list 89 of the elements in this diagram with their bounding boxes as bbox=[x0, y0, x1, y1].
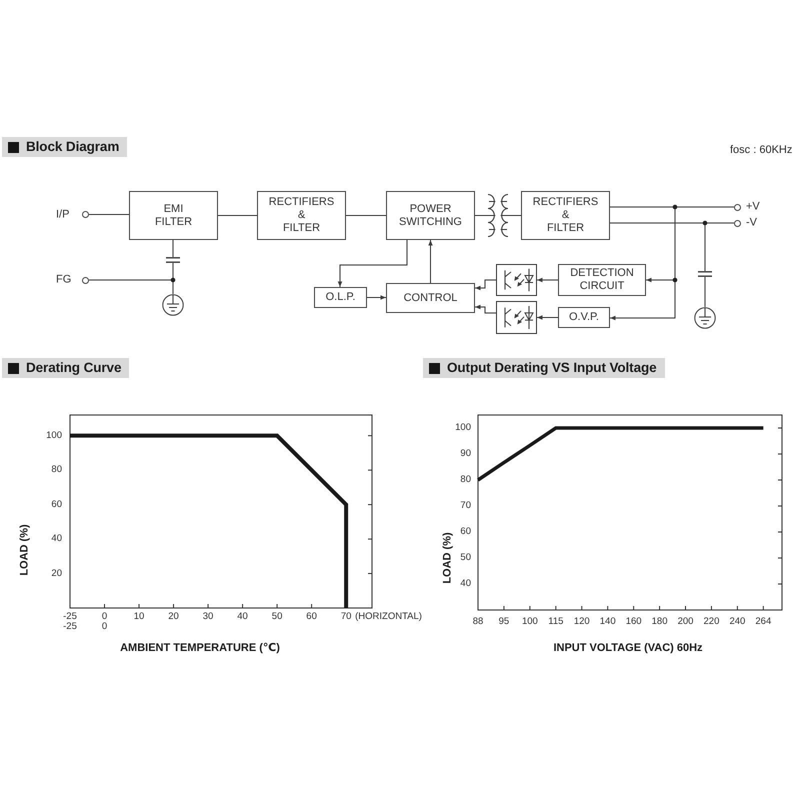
axis-title: LOAD (%) bbox=[18, 524, 32, 576]
function-block: O.L.P. bbox=[314, 287, 367, 308]
tick-label: 10 bbox=[134, 612, 144, 622]
tick-label: 40 bbox=[237, 612, 248, 622]
tick-label: 115 bbox=[548, 617, 564, 627]
arrow bbox=[366, 295, 386, 300]
function-block: CONTROL bbox=[386, 283, 475, 313]
arrow bbox=[646, 278, 676, 282]
tick-label: 40 bbox=[460, 579, 471, 589]
arrow bbox=[428, 240, 433, 284]
section-heading: Output Derating VS Input Voltage bbox=[447, 360, 657, 376]
earth-ground-symbol bbox=[694, 307, 716, 329]
tick-label: 100 bbox=[522, 617, 538, 627]
tick-label: 80 bbox=[460, 475, 471, 485]
capacitor-symbol bbox=[698, 271, 712, 277]
connector-line bbox=[172, 240, 174, 258]
axis-title: AMBIENT TEMPERATURE (℃) bbox=[120, 642, 280, 655]
arrow bbox=[536, 315, 558, 320]
section-heading: Block Diagram bbox=[26, 139, 120, 155]
tick-label: 90 bbox=[460, 449, 471, 459]
axis-note: (HORIZONTAL) bbox=[355, 612, 422, 622]
tick-label: 95 bbox=[498, 617, 510, 627]
capacitor-symbol bbox=[166, 257, 180, 263]
connector-line bbox=[172, 280, 174, 294]
tick-label: 20 bbox=[51, 568, 62, 579]
terminal-circle bbox=[82, 211, 89, 218]
tick-label: 60 bbox=[460, 527, 471, 537]
axis-title: INPUT VOLTAGE (VAC) 60Hz bbox=[553, 642, 703, 655]
tick-label: -25 -25 bbox=[63, 612, 77, 632]
connector-line bbox=[610, 206, 676, 208]
tick-label: 80 bbox=[51, 465, 62, 476]
connector-line bbox=[610, 222, 706, 224]
tick-label: 30 bbox=[202, 612, 214, 622]
connector-line bbox=[674, 206, 676, 280]
arrow bbox=[338, 240, 408, 288]
terminal-circle bbox=[734, 204, 741, 210]
connector-line bbox=[88, 214, 130, 215]
tick-label: 240 bbox=[729, 617, 746, 627]
tick-label: 160 bbox=[626, 617, 642, 627]
tick-label: 100 bbox=[46, 430, 62, 441]
connector-line bbox=[172, 262, 174, 280]
earth-ground-symbol bbox=[162, 294, 184, 316]
function-block: POWER SWITCHING bbox=[386, 191, 475, 240]
tick-label: 60 bbox=[306, 612, 317, 622]
tick-label: 20 bbox=[168, 612, 179, 622]
connector-line bbox=[704, 222, 734, 224]
connector-line bbox=[474, 215, 484, 216]
connector-line bbox=[218, 215, 258, 216]
connector-line bbox=[512, 215, 522, 216]
tick-label: 140 bbox=[600, 617, 616, 627]
function-block: DETECTION CIRCUIT bbox=[558, 264, 646, 296]
section-heading: Derating Curve bbox=[26, 360, 122, 376]
tick-label: 50 bbox=[460, 553, 471, 563]
tick-label: 50 bbox=[272, 612, 282, 622]
optocoupler-symbol bbox=[496, 301, 537, 334]
terminal-circle bbox=[734, 220, 741, 226]
tick-label: 88 bbox=[472, 617, 484, 627]
connector-line bbox=[704, 222, 706, 272]
tick-label: 100 bbox=[455, 423, 471, 433]
optocoupler-symbol bbox=[496, 264, 537, 296]
tick-label: 220 bbox=[704, 617, 720, 627]
arrow bbox=[536, 278, 558, 282]
arrow bbox=[474, 280, 496, 290]
connector-line bbox=[674, 206, 734, 208]
tick-label: 120 bbox=[574, 617, 590, 627]
terminal-label: FG bbox=[56, 274, 72, 286]
arrow bbox=[610, 280, 676, 320]
transformer-symbol bbox=[484, 193, 512, 238]
frequency-note: fosc : 60KHz bbox=[730, 143, 792, 157]
arrow bbox=[474, 304, 496, 314]
function-block: RECTIFIERS & FILTER bbox=[521, 191, 610, 240]
function-block: RECTIFIERS & FILTER bbox=[257, 191, 346, 240]
tick-label: 60 bbox=[51, 500, 62, 510]
tick-label: 0 0 bbox=[102, 612, 108, 632]
connector-line bbox=[346, 215, 386, 216]
connector-line bbox=[704, 276, 706, 308]
function-block: EMI FILTER bbox=[129, 191, 218, 240]
function-block: O.V.P. bbox=[558, 307, 610, 328]
terminal-circle bbox=[82, 276, 89, 284]
tick-label: 70 bbox=[340, 612, 352, 622]
terminal-label: +V bbox=[746, 200, 760, 214]
tick-label: 200 bbox=[678, 617, 694, 627]
terminal-label: -V bbox=[746, 216, 757, 230]
tick-label: 264 bbox=[755, 617, 772, 627]
tick-label: 40 bbox=[51, 534, 62, 544]
tick-label: 70 bbox=[460, 501, 471, 511]
axis-title: LOAD (%) bbox=[442, 532, 454, 584]
tick-label: 180 bbox=[652, 617, 668, 627]
terminal-label: I/P bbox=[56, 208, 70, 222]
